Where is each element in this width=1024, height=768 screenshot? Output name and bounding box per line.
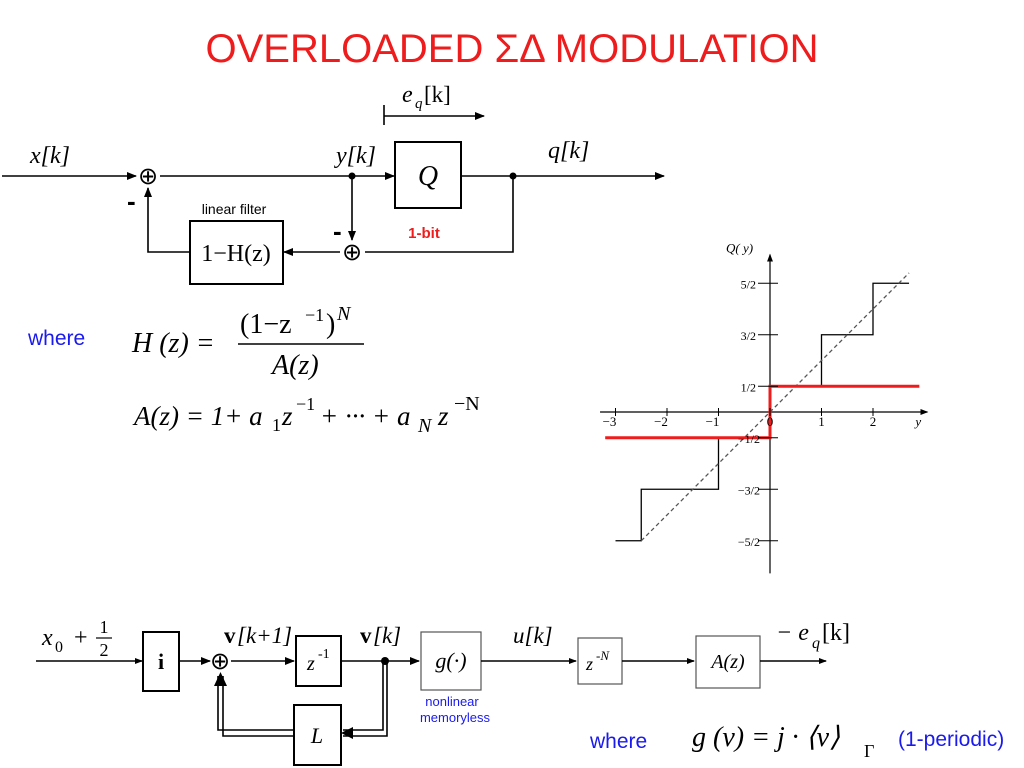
i-box [142, 631, 180, 692]
plot-x-tick-label: −2 [654, 414, 668, 429]
eq-label-e: e [402, 82, 413, 108]
v-k-bold: v [360, 623, 372, 648]
delay-box [295, 635, 342, 687]
plot-y-tick-label: 3/2 [741, 329, 756, 343]
x0-sub: 0 [55, 639, 63, 656]
a-exp-N: −N [454, 393, 480, 415]
plot-x-label: y [913, 414, 921, 429]
v-next-index: [k+1] [237, 623, 292, 648]
quantizer-plot: −3 −2 −1 0 1 2 5/2 3/2 1/2 −1/2 −3/2 −5/2 Q( y) y [600, 241, 929, 574]
line-filter-to-summer [144, 187, 190, 253]
plot-x-tick-label: 0 [767, 414, 774, 429]
fb-L-line-b [222, 676, 294, 737]
fb-arrow-to-sum [214, 672, 227, 686]
minus-sign-1: - [127, 186, 136, 216]
plot-y-tick-label: −1/2 [738, 432, 760, 446]
eq-label-q: q [415, 96, 423, 112]
quantizer-label: Q [418, 161, 438, 192]
h-denominator: A(z) [270, 350, 319, 381]
plot-x-tick-label: 2 [870, 414, 877, 429]
zN-exp: -N [596, 648, 610, 663]
plot-series-1 [640, 272, 910, 542]
a-middle: + ··· + a [320, 401, 410, 431]
slide-title: OVERLOADED ΣΔ MODULATION [205, 27, 818, 71]
h-numerator: (1−z [240, 309, 292, 340]
one-bit-note: 1-bit [408, 225, 440, 242]
filter-note: linear filter [202, 201, 267, 217]
i-label: i [158, 649, 164, 674]
g-definition-sub: Γ [864, 741, 874, 761]
fb-arrow-to-L [341, 727, 353, 739]
plot-y-tick-label: 1/2 [741, 380, 756, 394]
delay-exp: -1 [318, 647, 330, 662]
v-next-bold: v [224, 623, 236, 648]
bottom-block-diagram: x 0 + 1 2 i ⊕ v [k+1] z -1 v [k] g(·) no… [36, 617, 1004, 766]
plot-ticks: −3 −2 −1 0 1 2 5/2 3/2 1/2 −1/2 −3/2 −5/2 [603, 277, 877, 549]
equations: where H (z) = (1−z −1 ) N A(z) A(z) = 1+… [27, 303, 480, 437]
zN-z: z [585, 654, 593, 674]
x0-plus: + [74, 625, 88, 651]
g-label: g(·) [435, 648, 466, 673]
plot-y-tick-label: −3/2 [738, 483, 760, 497]
periodic-note: (1-periodic) [898, 728, 1004, 751]
A-box [695, 635, 761, 689]
plot-x-tick-label: −1 [706, 414, 720, 429]
feedback-q-line [365, 176, 514, 253]
plot-x-tick-label: 1 [818, 414, 825, 429]
h-numerator-close: ) [326, 309, 335, 340]
a-sub-N: N [417, 415, 433, 437]
L-label: L [310, 723, 323, 748]
plot-x-tick-label: −3 [603, 414, 617, 429]
filter-box [189, 220, 284, 285]
x0-label: x [41, 625, 53, 651]
plot-y-tick-label: −5/2 [738, 535, 760, 549]
eq-label-k: [k] [424, 82, 451, 107]
v-k-index: [k] [373, 623, 401, 648]
u-label: u[k] [513, 623, 553, 648]
half-num: 1 [100, 617, 109, 637]
h-numerator-N: N [336, 303, 352, 325]
a-zN: z [437, 401, 449, 431]
quantizer-box [394, 141, 462, 209]
fb-v-line-b [343, 661, 388, 737]
half-den: 2 [100, 640, 109, 660]
a-z1: z [281, 401, 293, 431]
q-label: q[k] [548, 138, 589, 164]
y-label: y[k] [334, 143, 376, 169]
h-lhs: H (z) = [131, 328, 215, 359]
delay-z: z [306, 653, 315, 675]
a-exp-1: −1 [296, 394, 315, 414]
eq-out-e: − e [776, 620, 809, 646]
h-numerator-exp: −1 [305, 305, 324, 325]
plot-y-tick-label: 5/2 [741, 277, 756, 291]
nonlinear-note-1: nonlinear [425, 694, 479, 709]
summer-1: ⊕ [138, 164, 158, 190]
summer-2: ⊕ [342, 240, 362, 266]
bottom-summer: ⊕ [210, 649, 230, 675]
filter-label: 1−H(z) [201, 241, 271, 267]
a-lhs: A(z) = 1+ a [132, 401, 263, 431]
top-block-diagram: e q [k] x[k] y[k] q[k] ⊕ - Q 1-bit - ⊕ [2, 82, 665, 285]
A-label: A(z) [709, 651, 745, 673]
nonlinear-note-2: memoryless [420, 710, 491, 725]
where-label-2: where [589, 730, 647, 753]
eq-out-sub: q [812, 635, 820, 652]
x-label: x[k] [29, 143, 70, 169]
where-label-1: where [27, 327, 85, 350]
g-box [420, 631, 482, 691]
fb-v-line-a [343, 661, 384, 731]
plot-lines [600, 253, 929, 574]
L-box [293, 704, 342, 766]
g-definition: g (v) = j · ⟨v⟩ [692, 722, 840, 753]
minus-sign-2: - [333, 216, 342, 246]
a-sub-1: 1 [272, 415, 281, 435]
eq-out-index: [k] [822, 620, 850, 646]
plot-y-label: Q( y) [726, 241, 753, 256]
fb-L-line-a [217, 676, 294, 731]
